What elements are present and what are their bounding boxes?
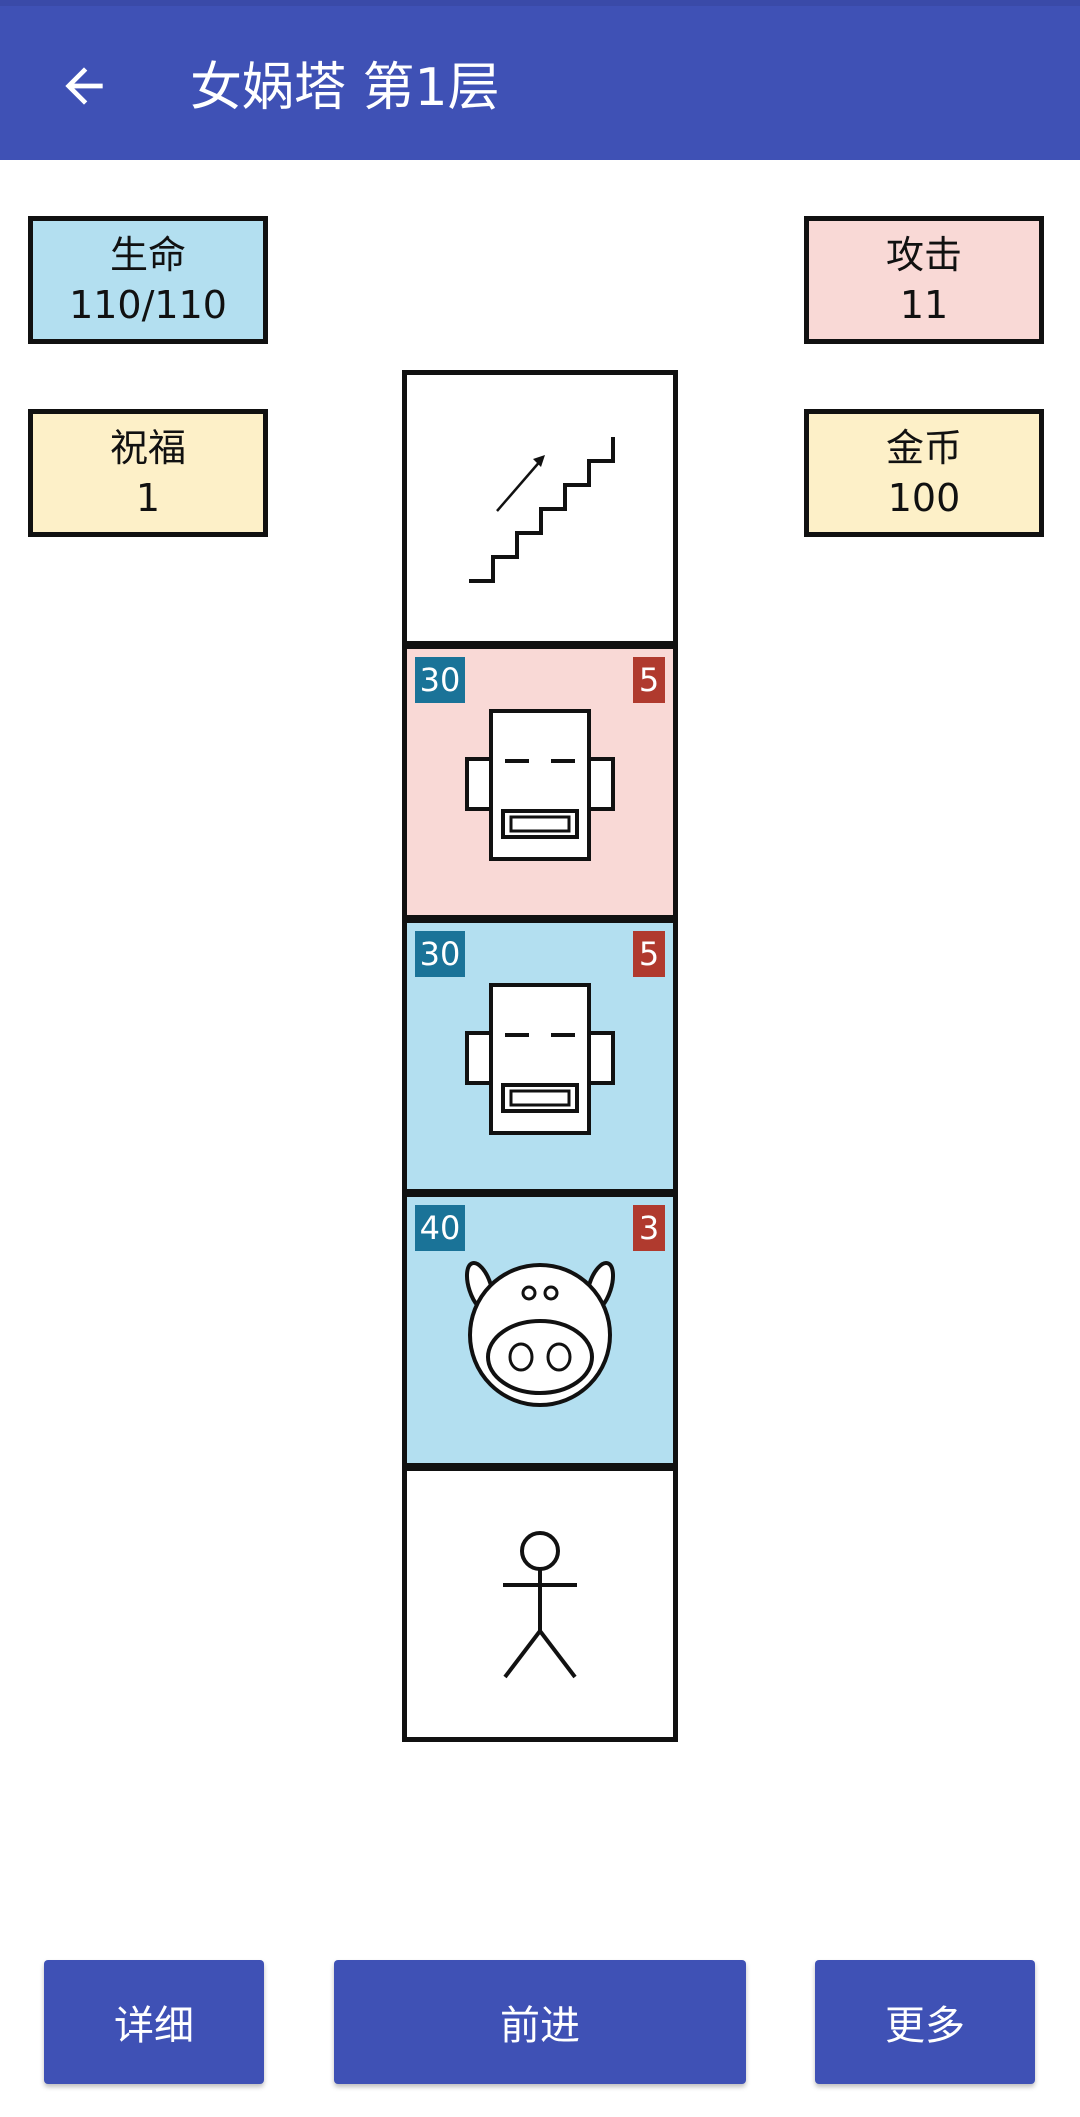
monster-attack-badge: 5 (633, 931, 665, 977)
tower-cell-stairs[interactable] (402, 370, 678, 646)
robot-icon (465, 709, 615, 861)
arrow-left-icon (65, 67, 103, 105)
monster-hp-badge: 40 (415, 1205, 465, 1251)
robot-icon (465, 983, 615, 1135)
hp-label: 生命 (109, 233, 186, 277)
tower-cell-player[interactable] (402, 1466, 678, 1742)
monster-attack-badge: 5 (633, 657, 665, 703)
hp-stat-box: 生命 110/110 (28, 216, 268, 344)
app-bar: 女娲塔 第1层 (0, 6, 1080, 160)
more-button[interactable]: 更多 (815, 1960, 1035, 2084)
gold-value: 100 (887, 476, 961, 520)
monster-attack-badge: 3 (633, 1205, 665, 1251)
pig-icon (464, 1260, 616, 1407)
tower-cell-monster[interactable]: 30 5 (402, 644, 678, 920)
details-button[interactable]: 详细 (44, 1960, 264, 2084)
attack-label: 攻击 (885, 233, 962, 277)
gold-label: 金币 (885, 426, 962, 470)
stairs-up-icon (469, 437, 615, 583)
monster-hp-badge: 30 (415, 931, 465, 977)
tower-cell-monster[interactable]: 30 5 (402, 918, 678, 1194)
blessing-stat-box: 祝福 1 (28, 409, 268, 537)
stick-figure-icon (503, 1531, 577, 1679)
advance-button[interactable]: 前进 (334, 1960, 746, 2084)
attack-value: 11 (899, 283, 949, 327)
monster-hp-badge: 30 (415, 657, 465, 703)
blessing-label: 祝福 (109, 426, 186, 470)
tower-cell-monster[interactable]: 40 3 (402, 1192, 678, 1468)
page-title: 女娲塔 第1层 (190, 58, 500, 118)
gold-stat-box: 金币 100 (804, 409, 1044, 537)
attack-stat-box: 攻击 11 (804, 216, 1044, 344)
back-button[interactable] (44, 46, 124, 126)
blessing-value: 1 (135, 476, 161, 520)
hp-value: 110/110 (69, 283, 227, 327)
status-bar-strip (0, 0, 1080, 6)
tower-column: 30 5 30 5 40 3 (402, 370, 678, 1746)
